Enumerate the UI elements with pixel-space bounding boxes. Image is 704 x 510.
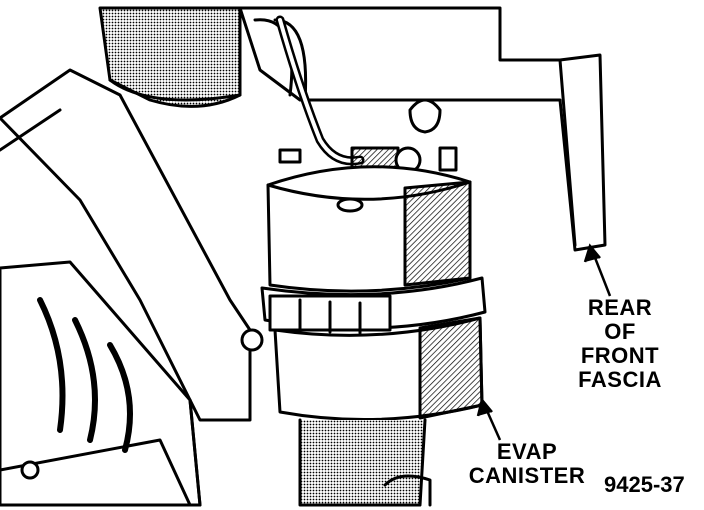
strap-bolt (240, 328, 264, 352)
callout-line: FRONT (580, 343, 660, 368)
callout-line: REAR (587, 295, 653, 320)
callout-line: EVAP (496, 439, 558, 464)
evap-canister-callout: EVAP CANISTER (468, 440, 586, 488)
front-fascia-callout: REAR OF FRONT FASCIA (560, 296, 680, 392)
canister-outlet (298, 418, 427, 507)
callout-line: OF (604, 319, 636, 344)
body-panel-left (0, 68, 252, 422)
figure-number: 9425-37 (604, 472, 685, 497)
fascia-arrowhead (583, 243, 601, 263)
bracket-hole (408, 98, 442, 134)
mounting-bracket (238, 6, 607, 252)
upper-cylinder (98, 6, 242, 108)
evap-arrowhead (476, 397, 493, 417)
callout-line: FASCIA (578, 367, 662, 392)
callout-line: CANISTER (468, 463, 586, 488)
